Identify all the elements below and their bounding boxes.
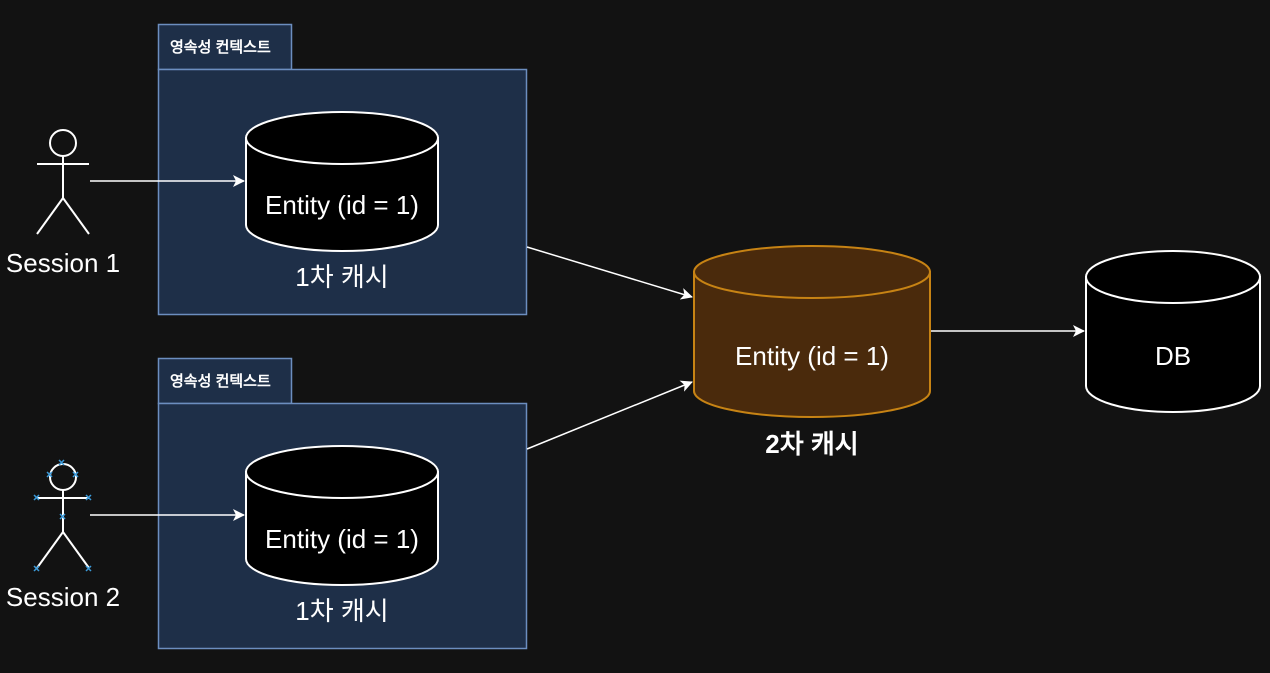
context-tab <box>157 357 293 405</box>
cache-entity-label: Entity (id = 1) <box>265 524 419 554</box>
second-level-cache-cylinder[interactable]: Entity (id = 1) <box>693 245 931 418</box>
cylinder-top <box>1085 250 1261 304</box>
cylinder-top <box>245 445 439 499</box>
first-level-cache-label: 1차 캐시 <box>295 596 388 626</box>
context-tab <box>157 23 293 71</box>
session-label: Session 1 <box>6 248 120 278</box>
persistence-context-1[interactable]: 영속성 컨텍스트 Entity (id = 1) 1차 캐시 <box>157 23 528 316</box>
actor-figure <box>36 463 90 569</box>
context-tab-label: 영속성 컨텍스트 <box>170 38 271 56</box>
cylinder-body <box>245 137 439 252</box>
selection-handles[interactable] <box>33 459 92 572</box>
actor-figure <box>36 129 90 235</box>
cylinder-body <box>1085 276 1261 413</box>
database-label: DB <box>1155 341 1191 371</box>
cylinder-body <box>245 471 439 586</box>
persistence-context-2[interactable]: 영속성 컨텍스트 Entity (id = 1) 1차 캐시 <box>157 357 528 650</box>
first-level-cache-cylinder[interactable]: Entity (id = 1) <box>245 111 439 252</box>
cache-entity-label: Entity (id = 1) <box>265 190 419 220</box>
second-level-cache-label: 2차 캐시 <box>765 429 858 459</box>
cylinder-body <box>693 271 931 418</box>
cylinder-top <box>245 111 439 165</box>
session-label: Session 2 <box>6 582 120 612</box>
session-2-actor[interactable]: Session 2 <box>6 459 120 612</box>
first-level-cache-cylinder[interactable]: Entity (id = 1) <box>245 445 439 586</box>
arrow-context2-to-l2-cache[interactable] <box>526 380 693 450</box>
context-tab-label: 영속성 컨텍스트 <box>170 372 271 390</box>
database-cylinder[interactable]: DB <box>1085 250 1261 413</box>
cache-entity-label: Entity (id = 1) <box>735 341 889 371</box>
cylinder-top <box>693 245 931 299</box>
session-1-actor[interactable]: Session 1 <box>6 129 120 278</box>
arrow-context1-to-l2-cache[interactable] <box>526 246 693 300</box>
first-level-cache-label: 1차 캐시 <box>295 262 388 292</box>
